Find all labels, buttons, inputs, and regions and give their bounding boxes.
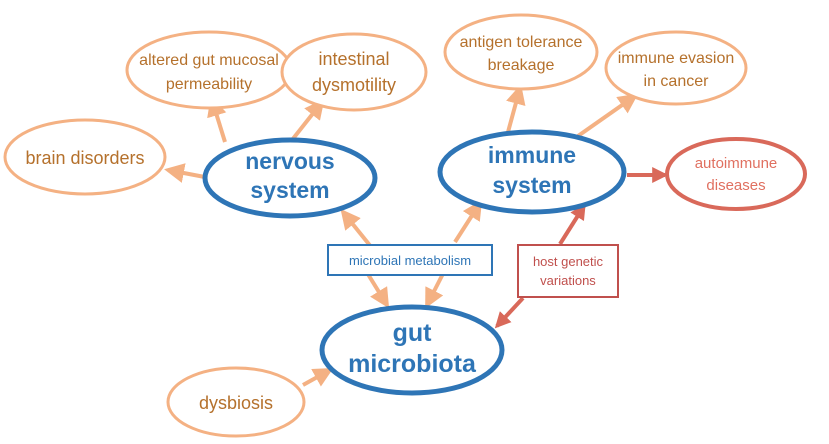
antigen-line1: antigen tolerance xyxy=(460,34,583,51)
arrow-immune-to-evasion xyxy=(576,93,639,138)
immune-line2: system xyxy=(492,172,571,198)
arrow-host-genetic-to-immune xyxy=(558,203,586,246)
dysmotility-line2: dysmotility xyxy=(312,75,396,95)
arrow-nervous-to-dysmotility xyxy=(290,98,325,142)
host-genetic-line1: host genetic xyxy=(533,254,604,269)
nervous-line2: system xyxy=(250,177,329,203)
node-immune-system: immune system xyxy=(437,129,627,215)
antigen-line2: breakage xyxy=(488,57,555,74)
dysmotility-line1: intestinal xyxy=(318,49,389,69)
arrow-gut-to-immune xyxy=(453,199,483,244)
arrow-gut-to-nervous xyxy=(340,208,374,250)
autoimmune-line1: autoimmune xyxy=(695,155,778,172)
evasion-line1: immune evasion xyxy=(618,50,735,67)
arrow-immune-to-antigen xyxy=(506,84,526,133)
nervous-line1: nervous xyxy=(245,148,334,174)
node-autoimmune-diseases: autoimmune diseases xyxy=(665,137,807,211)
connectors xyxy=(164,84,669,387)
gut-line2: microbiota xyxy=(348,350,477,378)
node-brain-disorders: brain disorders xyxy=(3,118,167,196)
label-microbial-metabolism: microbial metabolism xyxy=(327,244,493,276)
arrow-host-genetic-to-gut xyxy=(494,296,525,329)
label-host-genetic-variations: host genetic variations xyxy=(517,244,619,298)
node-gut-microbiota: gut microbiota xyxy=(319,304,505,396)
immune-line1: immune xyxy=(488,142,576,168)
host-genetic-line2: variations xyxy=(540,273,596,288)
dysbiosis-label: dysbiosis xyxy=(199,393,273,413)
microbial-metabolism-text: microbial metabolism xyxy=(349,253,471,268)
autoimmune-line2: diseases xyxy=(706,177,765,194)
brain-disorders-label: brain disorders xyxy=(25,148,144,168)
node-nervous-system: nervous system xyxy=(202,137,378,219)
node-antigen-tolerance-breakage: antigen tolerance breakage xyxy=(443,13,599,91)
evasion-line2: in cancer xyxy=(644,73,710,90)
gut-line1: gut xyxy=(393,319,433,347)
node-altered-gut-mucosal-permeability: altered gut mucosal permeability xyxy=(125,30,293,110)
altered-mucosal-line2: permeability xyxy=(166,76,252,93)
node-intestinal-dysmotility: intestinal dysmotility xyxy=(280,32,428,112)
arrow-dysbiosis-to-gut xyxy=(302,368,334,387)
node-immune-evasion-in-cancer: immune evasion in cancer xyxy=(604,30,748,106)
node-dysbiosis: dysbiosis xyxy=(166,366,306,438)
altered-mucosal-line1: altered gut mucosal xyxy=(139,52,279,69)
